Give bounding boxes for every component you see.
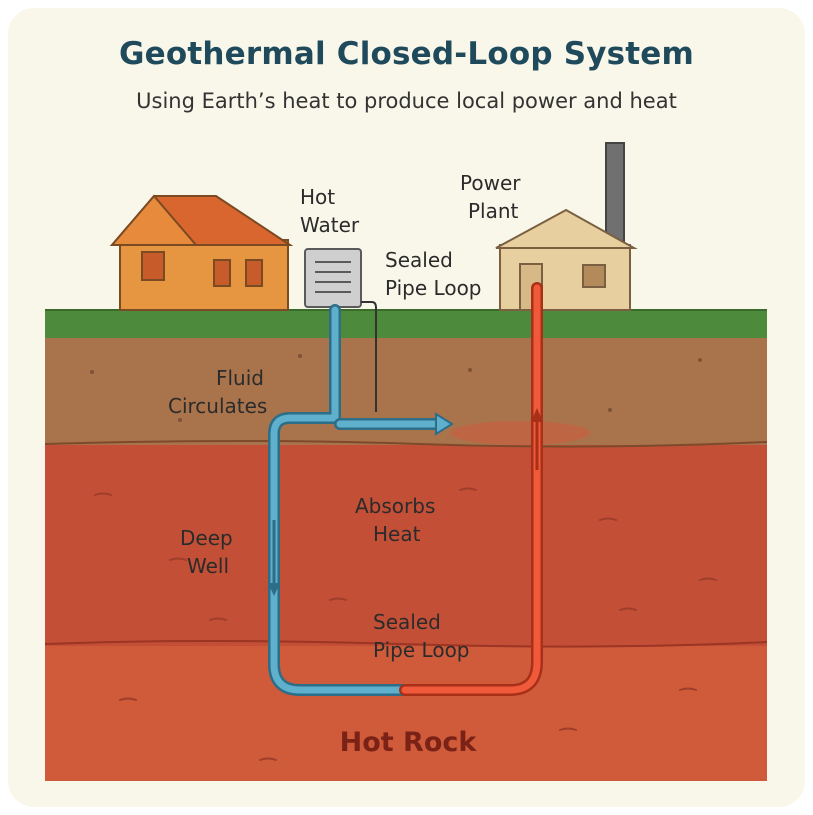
deep-rock-layer bbox=[45, 644, 767, 781]
label-absorbs-heat: Absorbs Heat bbox=[355, 494, 442, 546]
soil-speckles bbox=[90, 354, 702, 422]
label-hot-water: Hot Water bbox=[300, 185, 360, 237]
label-deep-well: Deep Well bbox=[180, 526, 239, 578]
power-plant-icon bbox=[495, 142, 638, 311]
flow-arrow-right bbox=[435, 412, 454, 436]
page-subtitle: Using Earth’s heat to produce local powe… bbox=[136, 89, 677, 113]
hot-pipe bbox=[399, 282, 543, 696]
rock-speckles bbox=[94, 487, 717, 761]
label-sealed-pipe-loop-bottom: Sealed Pipe Loop bbox=[373, 610, 470, 662]
label-power-plant: Power Plant bbox=[460, 171, 527, 223]
middle-rock-layer bbox=[45, 443, 767, 646]
hot-water-tank-icon bbox=[304, 248, 362, 308]
tank-connector-line bbox=[361, 301, 377, 412]
cold-pipe bbox=[268, 304, 446, 696]
page-title: Geothermal Closed-Loop System bbox=[118, 36, 695, 72]
flow-arrow-down bbox=[268, 520, 280, 596]
soil-boundary-line bbox=[44, 440, 768, 448]
rock-boundary-line bbox=[44, 640, 768, 648]
label-fluid-circulates: Fluid Circulates bbox=[168, 366, 270, 418]
heat-glow bbox=[450, 421, 590, 445]
grass-layer bbox=[45, 309, 767, 338]
label-hot-rock: Hot Rock bbox=[340, 727, 478, 758]
flow-arrow-up bbox=[531, 408, 543, 470]
house-icon bbox=[109, 194, 294, 311]
label-sealed-pipe-loop-top: Sealed Pipe Loop bbox=[385, 248, 482, 300]
